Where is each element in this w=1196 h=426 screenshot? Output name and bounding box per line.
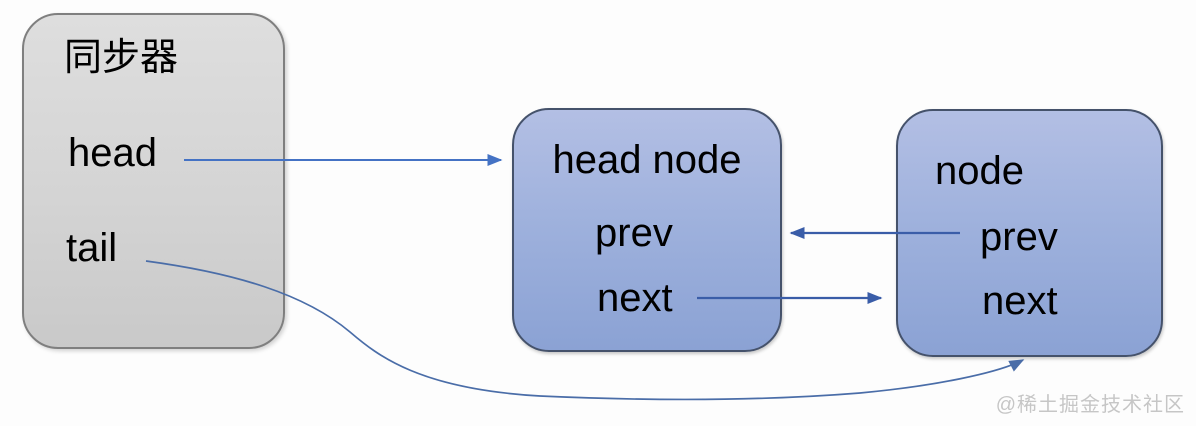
watermark: @稀土掘金技术社区 (995, 394, 1185, 416)
node-prev-label: prev (980, 215, 1058, 259)
head-node-box: head node prev next (512, 108, 782, 352)
node-title: node (935, 149, 1024, 193)
synchronizer-title: 同步器 (64, 37, 179, 79)
node-next-label: next (982, 279, 1058, 323)
head-node-prev-label: prev (595, 211, 673, 255)
head-node-next-label: next (597, 276, 673, 320)
head-node-title: head node (552, 138, 742, 182)
tail-pointer-label: tail (66, 226, 118, 270)
synchronizer-box: 同步器 head tail (22, 13, 285, 349)
head-pointer-label: head (68, 131, 157, 175)
node-box: node prev next (896, 109, 1163, 357)
